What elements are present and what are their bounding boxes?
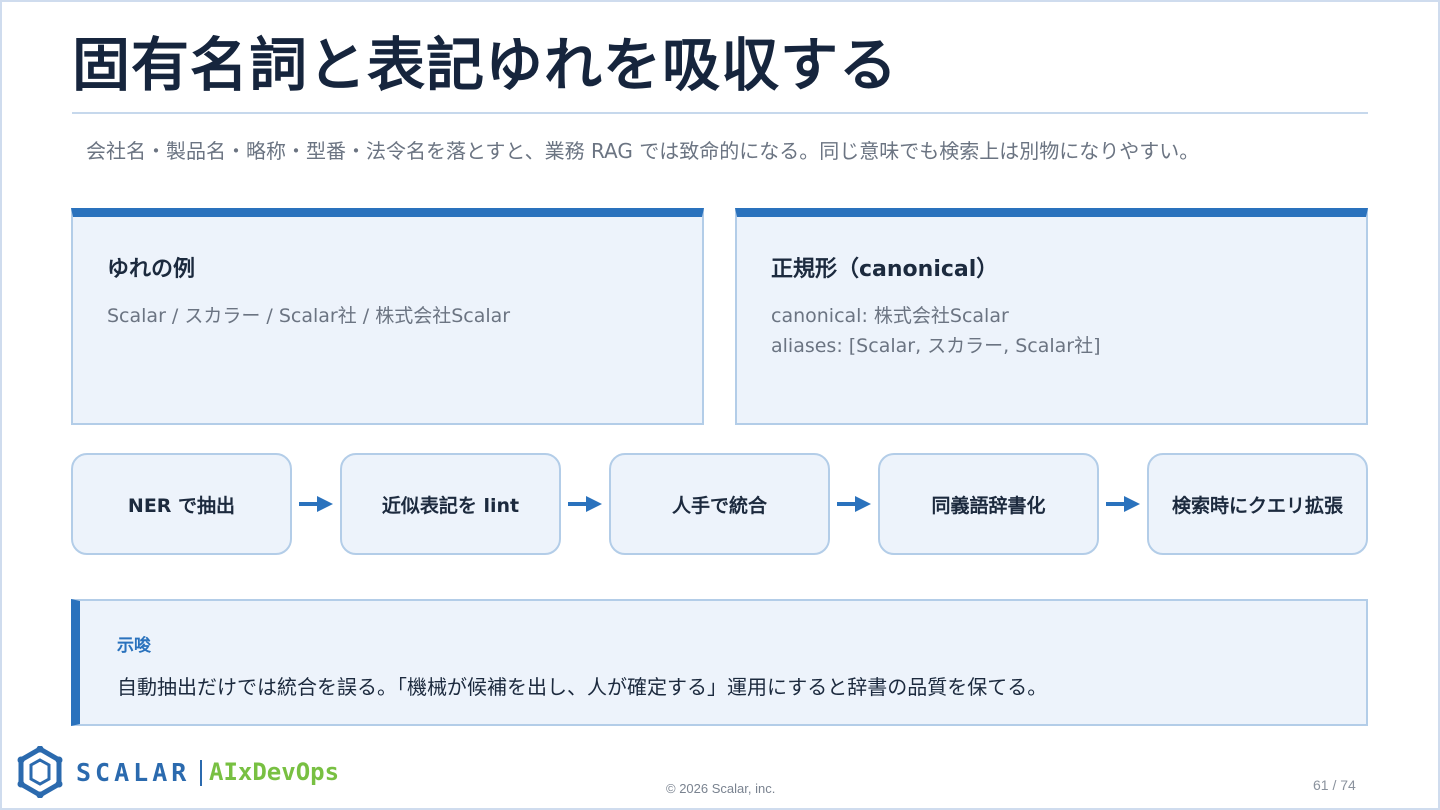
canonical-card-body: canonical: 株式会社Scalar aliases: [Scalar, … [771,301,1101,361]
canonical-card-title: 正規形（canonical） [771,257,999,282]
variants-card-title: ゆれの例 [107,257,196,282]
arrow-right-icon [837,496,871,512]
callout-label: 示唆 [117,636,151,656]
arrow-right-icon [1106,496,1140,512]
variants-line: Scalar / スカラー / Scalar社 / 株式会社Scalar [107,305,511,327]
copyright: © 2026 Scalar, inc. [666,781,776,796]
brand-name: SCALAR [76,758,191,787]
flow-step-ner-extract: NER で抽出 [71,453,292,555]
canonical-line: canonical: 株式会社Scalar [771,305,1009,327]
flow-step-query-expansion: 検索時にクエリ拡張 [1147,453,1368,555]
flow-step-lint: 近似表記を lint [340,453,561,555]
scalar-logo-icon [17,746,63,798]
callout-text: 自動抽出だけでは統合を誤る。「機械が候補を出し、人が確定する」運用にすると辞書の… [117,675,1048,699]
page-subtitle: 会社名・製品名・略称・型番・法令名を落とすと、業務 RAG では致命的になる。同… [86,139,1200,163]
page-title: 固有名詞と表記ゆれを吸収する [72,31,899,99]
page-number: 61 / 74 [1313,777,1356,793]
variants-card: ゆれの例 Scalar / スカラー / Scalar社 / 株式会社Scala… [71,208,704,425]
title-divider [72,112,1368,114]
implication-callout: 示唆 自動抽出だけでは統合を誤る。「機械が候補を出し、人が確定する」運用にすると… [71,599,1368,726]
arrow-right-icon [568,496,602,512]
variants-card-body: Scalar / スカラー / Scalar社 / 株式会社Scalar [107,301,510,331]
canonical-card: 正規形（canonical） canonical: 株式会社Scalar ali… [735,208,1368,425]
aliases-line: aliases: [Scalar, スカラー, Scalar社] [771,335,1101,357]
arrow-right-icon [299,496,333,512]
flow-step-manual-merge: 人手で統合 [609,453,830,555]
flow-step-synonym-dict: 同義語辞書化 [878,453,1099,555]
brand-separator [200,760,202,786]
brand-subtitle: AIxDevOps [209,758,340,786]
